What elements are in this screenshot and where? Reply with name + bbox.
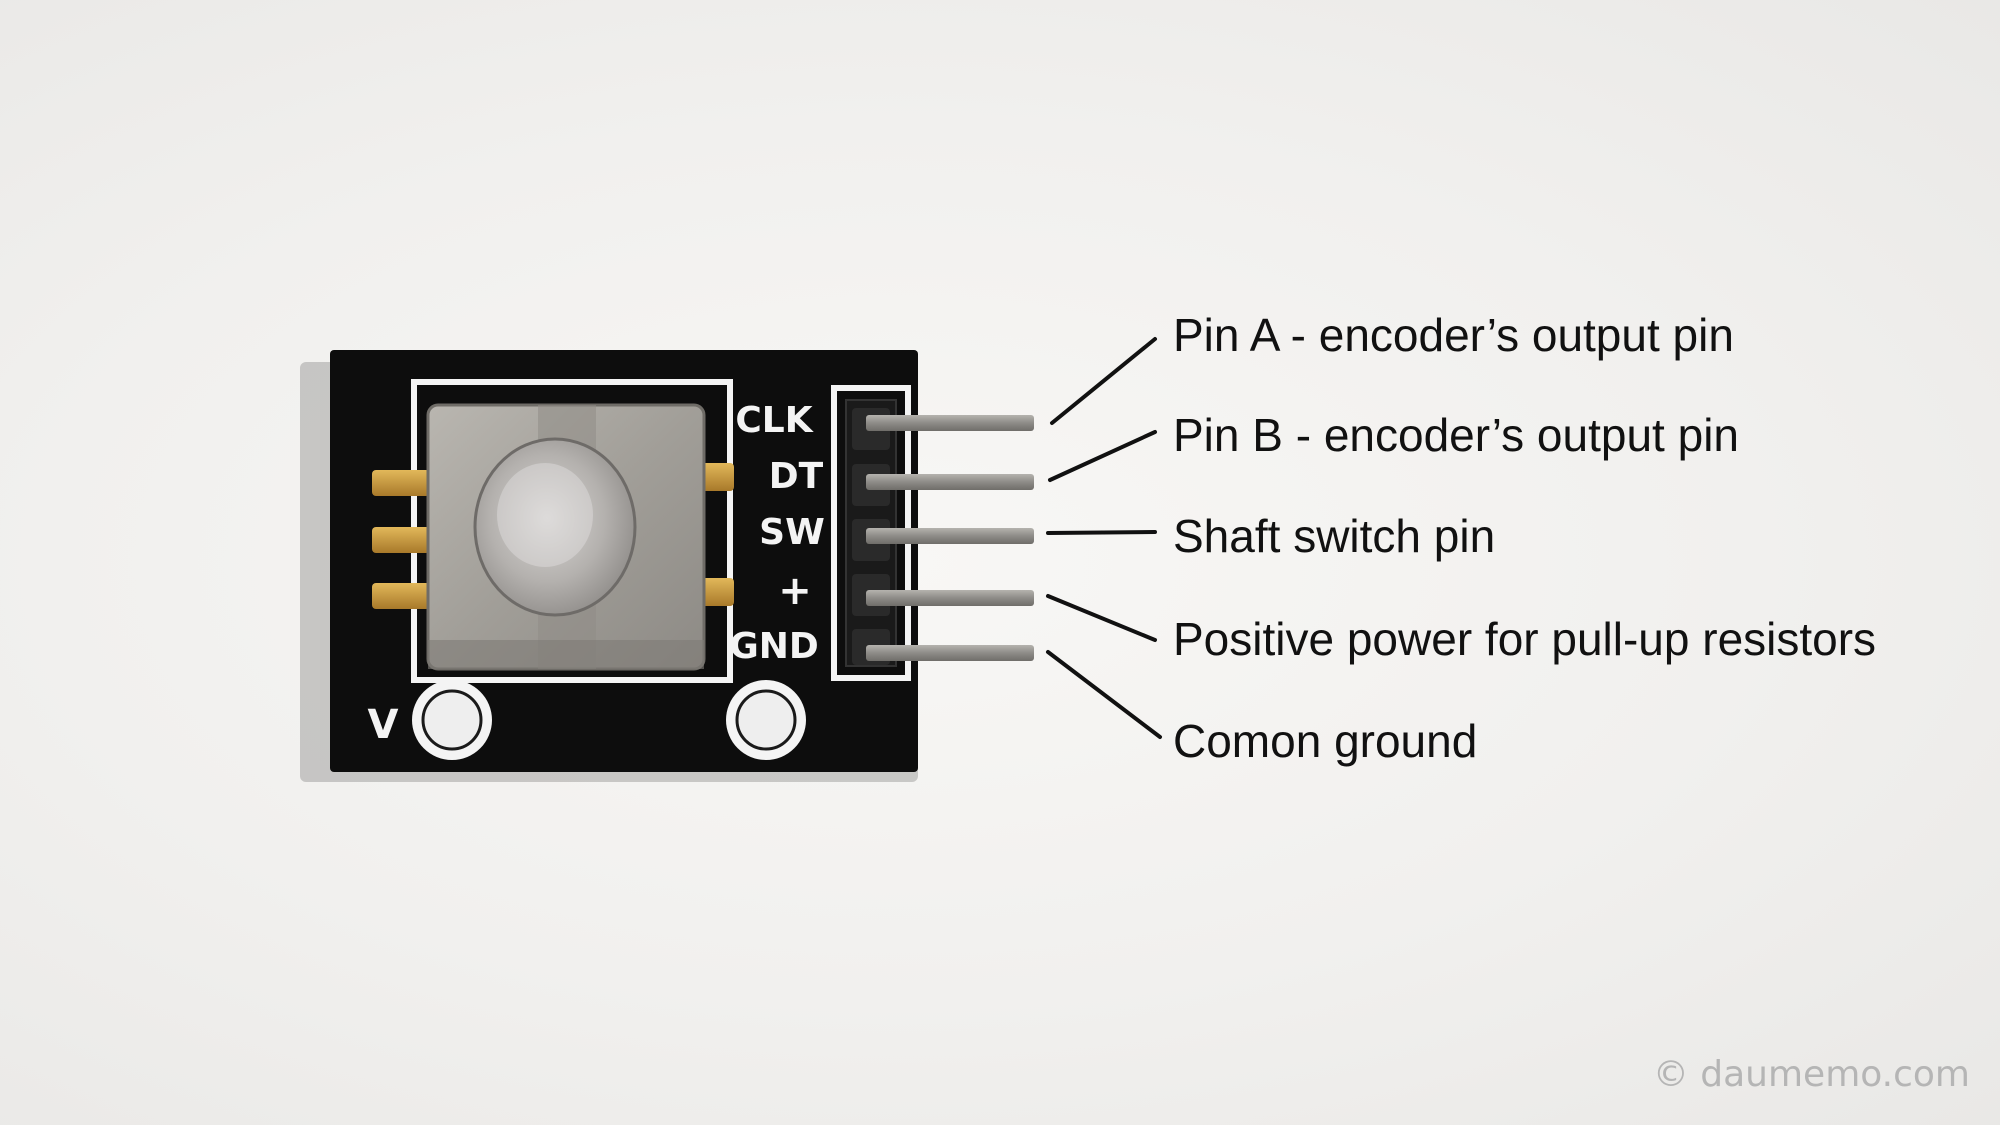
callout-shaft-switch: Shaft switch pin xyxy=(1173,510,1496,562)
leader-line-switch xyxy=(1046,530,1157,535)
leader-line-ground xyxy=(1046,650,1162,739)
mounting-holes xyxy=(412,680,806,760)
watermark-text: © daumemo.com xyxy=(1652,1054,1970,1095)
callout-common-ground: Comon ground xyxy=(1173,715,1478,767)
callout-pin-a: Pin A - encoder’s output pin xyxy=(1173,309,1734,361)
encoder-body-base xyxy=(428,640,704,669)
silk-label-plus: + xyxy=(778,568,812,614)
callout-pin-b: Pin B - encoder’s output pin xyxy=(1173,409,1739,461)
leader-line-pin-a xyxy=(1050,337,1157,425)
leader-lines xyxy=(1046,337,1162,739)
knob-highlight xyxy=(497,463,593,567)
callout-positive-power: Positive power for pull-up resistors xyxy=(1173,613,1877,665)
silk-label-gnd: GND xyxy=(729,626,819,667)
silk-label-v: V xyxy=(368,702,399,748)
silk-label-sw: SW xyxy=(759,512,825,553)
leader-line-power xyxy=(1046,594,1157,642)
silk-label-clk: CLK xyxy=(735,400,813,441)
silk-label-dt: DT xyxy=(769,456,824,497)
encoder-knob xyxy=(473,437,637,617)
header-pins xyxy=(866,415,1034,661)
leader-line-pin-b xyxy=(1048,430,1157,482)
